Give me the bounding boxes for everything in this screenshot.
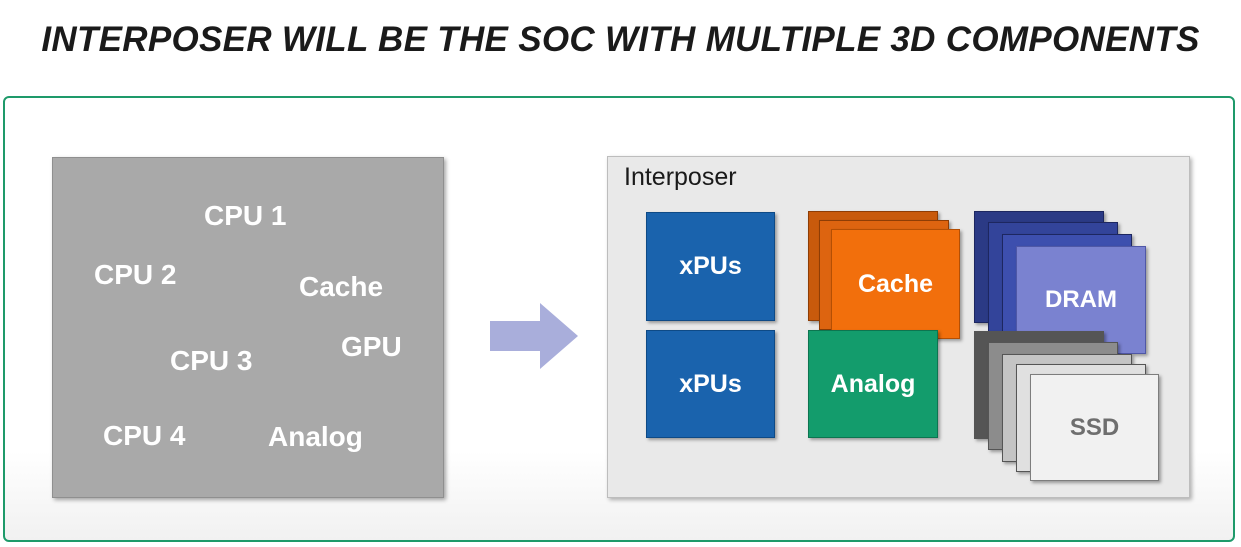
page-title: INTERPOSER WILL BE THE SOC WITH MULTIPLE… — [41, 20, 1200, 59]
right-arrow-icon — [490, 303, 578, 369]
analog-block: Analog — [808, 330, 938, 438]
xpu-block-bottom: xPUs — [646, 330, 775, 438]
dram-label: DRAM — [1045, 286, 1117, 313]
soc-label-analog: Analog — [268, 421, 363, 452]
ssd-label: SSD — [1069, 413, 1120, 441]
soc-label-cpu3: CPU 3 — [170, 345, 253, 376]
soc-label-cache: Cache — [299, 271, 384, 302]
dram-block: DRAM — [1016, 246, 1146, 354]
monolithic-soc-block — [52, 157, 444, 498]
interposer-label: Interposer — [624, 163, 737, 191]
soc-label-cpu2: CPU 2 — [94, 259, 177, 290]
xpu-block-top: xPUs — [646, 212, 775, 321]
soc-label-cpu4: CPU 4 — [103, 420, 186, 451]
cache-block: Cache — [831, 229, 960, 339]
analog-label: Analog — [830, 369, 916, 398]
soc-label-cpu1: CPU 1 — [204, 200, 287, 231]
soc-label-gpu: GPU — [341, 331, 402, 362]
xpu-bottom-label: xPUs — [679, 369, 742, 398]
cache-label: Cache — [857, 269, 934, 298]
xpu-top-label: xPUs — [679, 252, 742, 280]
ssd-block: SSD — [1030, 374, 1159, 481]
